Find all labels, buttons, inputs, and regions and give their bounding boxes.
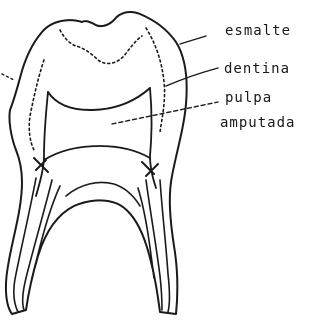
amputation-mark-left	[34, 158, 48, 172]
leader-left-dotted	[2, 74, 14, 80]
right-root-canal-inner	[146, 180, 162, 310]
leader-dentina	[166, 68, 218, 86]
label-amputada: amputada	[220, 116, 295, 130]
enamel-boundary-crown	[60, 30, 142, 63]
label-esmalte: esmalte	[225, 24, 291, 38]
left-root-canal-outer	[14, 178, 36, 312]
left-root-inner-wall	[32, 186, 60, 278]
pulp-chamber-roof	[48, 88, 150, 110]
pulp-chamber-floor	[44, 146, 150, 160]
enamel-boundary	[29, 60, 44, 150]
furcation-curve	[66, 183, 140, 207]
leader-esmalte	[180, 36, 206, 44]
label-dentina: dentina	[224, 62, 290, 76]
left-root-canal-inner	[23, 180, 52, 310]
pulp-chamber-left	[36, 92, 48, 196]
label-pulpa: pulpa	[225, 91, 272, 105]
right-root-inner-wall	[138, 188, 154, 278]
leader-pulpa	[112, 102, 218, 124]
